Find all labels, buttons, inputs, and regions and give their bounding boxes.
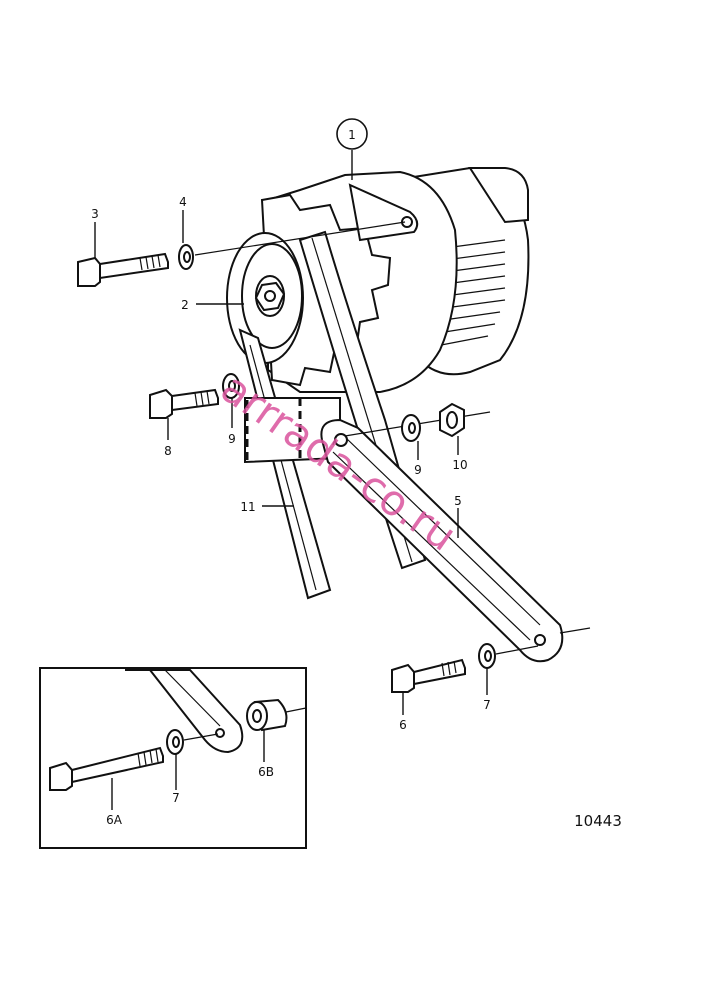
callout-2: 2 — [181, 298, 189, 312]
lower-bracket — [244, 397, 341, 464]
callout-1-circle — [336, 118, 368, 150]
callout-10: 10 — [452, 458, 467, 472]
callout-5: 5 — [454, 494, 462, 508]
callout-8: 8 — [164, 444, 172, 458]
washer-7-inset — [166, 729, 184, 755]
callout-labels: 1 2 3 4 5 6 7 8 9 9 10 11 7 6A 6B — [91, 128, 491, 827]
alternator — [226, 166, 530, 393]
callout-9-left: 9 — [228, 432, 236, 446]
spacer-6b — [246, 698, 288, 732]
leader-lines — [94, 150, 488, 810]
bolt-6a — [49, 746, 164, 791]
callout-7: 7 — [483, 698, 491, 712]
callout-6a: 6A — [106, 813, 123, 827]
washer-4 — [178, 244, 194, 270]
callout-6: 6 — [399, 718, 407, 732]
callout-7-inset: 7 — [172, 791, 180, 805]
bolt-6 — [391, 658, 466, 693]
callout-9-right: 9 — [414, 463, 422, 477]
washer-9-left — [222, 373, 240, 399]
callout-11: 11 — [240, 500, 255, 514]
callout-4: 4 — [179, 195, 187, 209]
nut-10 — [439, 402, 465, 438]
bolt-8 — [149, 388, 219, 419]
washer-7 — [478, 643, 496, 669]
washer-9-right — [401, 414, 421, 442]
callout-1: 1 — [348, 128, 356, 142]
figure-number: 10443 — [574, 812, 622, 830]
bolt-3 — [77, 252, 169, 287]
inset-detail — [39, 667, 307, 849]
adjusting-arm — [320, 418, 591, 663]
callout-3: 3 — [91, 207, 99, 221]
callout-6b: 6B — [258, 765, 274, 779]
